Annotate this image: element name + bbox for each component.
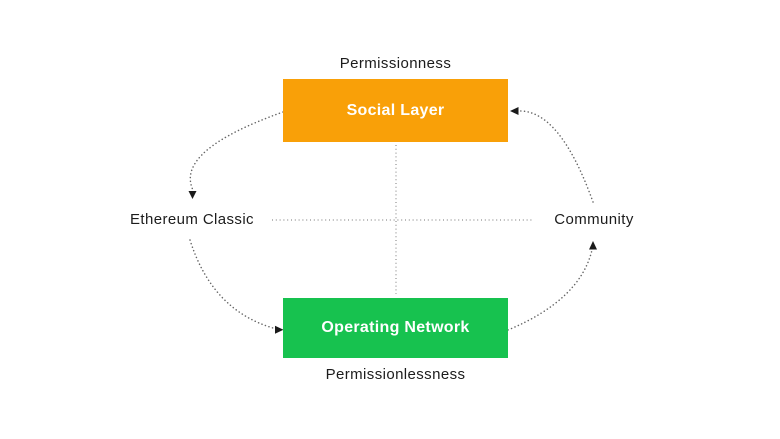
- label-permissionness: Permissionness: [339, 55, 452, 72]
- arc-social-to-ethereum: [189, 111, 284, 190]
- arc-community-to-social: [518, 110, 594, 203]
- label-ethereum-classic: Ethereum Classic: [130, 211, 254, 228]
- arc-ethereum-to-operating: [189, 239, 274, 329]
- node-social-layer: Social Layer: [283, 79, 508, 142]
- node-social-layer-label: Social Layer: [346, 101, 445, 119]
- label-permissionlessness: Permissionlessness: [325, 366, 466, 383]
- arrowhead-down-icon: [188, 191, 197, 199]
- arrowhead-up-icon: [589, 241, 597, 250]
- arrowhead-left-icon: [510, 107, 519, 115]
- node-operating-network-label: Operating Network: [321, 319, 470, 336]
- arc-operating-to-community: [507, 249, 593, 331]
- arrowhead-right-icon: [275, 325, 284, 334]
- label-community: Community: [554, 211, 634, 228]
- node-operating-network: Operating Network: [283, 298, 508, 358]
